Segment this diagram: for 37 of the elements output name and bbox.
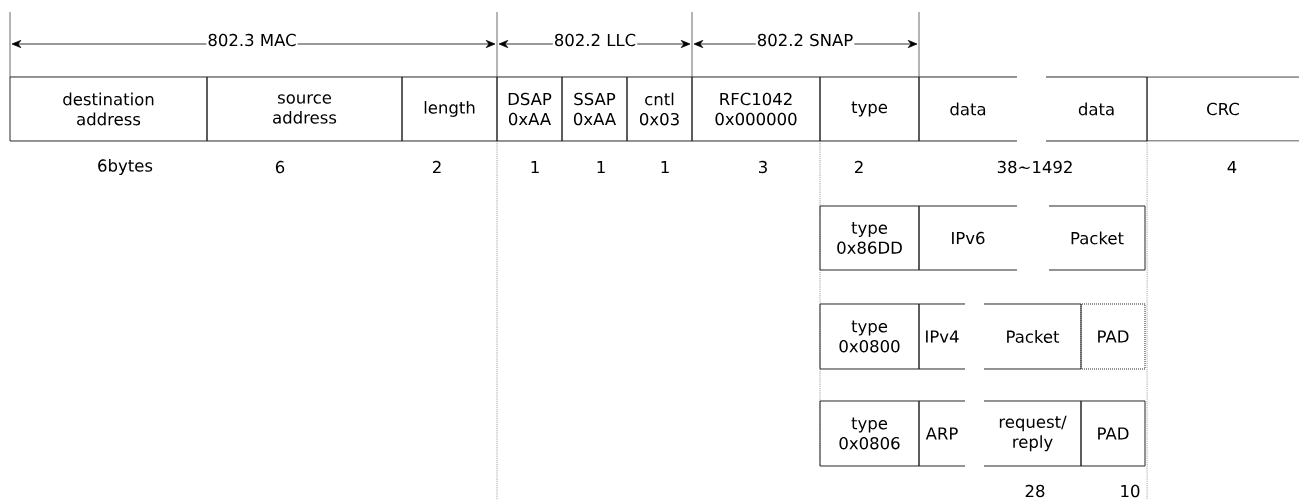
byte-count: 1 bbox=[661, 161, 669, 173]
byte-count: 6bytes bbox=[98, 159, 153, 175]
byte-count: 2 bbox=[432, 160, 441, 174]
byte-count: 1 bbox=[597, 161, 605, 173]
dimension-label: 802.3 MAC bbox=[206, 32, 298, 48]
field-box: DSAP 0xAA bbox=[496, 76, 563, 142]
dimension-label: 802.2 LLC bbox=[552, 32, 638, 48]
field-box: CRC bbox=[1146, 76, 1299, 142]
field-box: IPv6 bbox=[918, 205, 1018, 271]
field-box: RFC1042 0x000000 bbox=[691, 76, 821, 142]
field-box: PAD bbox=[1080, 400, 1146, 467]
field-box: Packet bbox=[983, 303, 1082, 370]
byte-count: 1 bbox=[531, 161, 539, 173]
field-box: type 0x0806 bbox=[819, 400, 920, 467]
dimension-label: 802.2 SNAP bbox=[755, 32, 855, 48]
byte-count: 2 bbox=[854, 160, 863, 174]
field-box: destination address bbox=[9, 76, 208, 142]
field-box: Packet bbox=[1048, 205, 1146, 271]
field-box: cntl 0x03 bbox=[626, 76, 693, 142]
field-box: SSAP 0xAA bbox=[561, 76, 628, 142]
field-box: type 0x86DD bbox=[819, 205, 920, 271]
byte-count: 4 bbox=[1227, 161, 1237, 173]
field-box: type bbox=[819, 76, 920, 142]
byte-count: 3 bbox=[759, 160, 767, 174]
field-box: request/ reply bbox=[983, 400, 1082, 467]
field-box: type 0x0800 bbox=[819, 303, 920, 370]
byte-count: 28 bbox=[1025, 484, 1045, 498]
field-box: length bbox=[401, 76, 498, 142]
byte-count: 10 bbox=[1121, 484, 1140, 498]
byte-count: 38~1492 bbox=[997, 160, 1072, 174]
field-box: IPv4 bbox=[918, 303, 966, 370]
field-box: source address bbox=[206, 76, 403, 142]
byte-count: 6 bbox=[275, 160, 285, 174]
field-box: data bbox=[1045, 76, 1148, 142]
field-box: PAD bbox=[1080, 303, 1146, 370]
field-box: data bbox=[918, 76, 1018, 142]
field-box: ARP bbox=[918, 400, 966, 467]
